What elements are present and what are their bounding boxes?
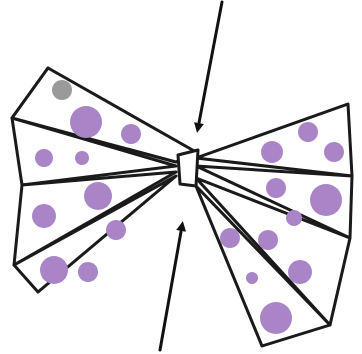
dot <box>258 230 278 250</box>
dot <box>40 256 68 284</box>
dot <box>121 124 141 144</box>
dot <box>35 149 53 167</box>
dot <box>288 260 312 284</box>
dot <box>246 272 258 284</box>
dot <box>298 122 318 142</box>
arrow-bottom <box>160 226 182 350</box>
dot <box>75 151 89 165</box>
dot <box>106 220 126 240</box>
right-panel-1 <box>196 104 352 176</box>
dot <box>286 210 302 226</box>
dot <box>32 204 56 228</box>
dot <box>84 182 112 210</box>
dot <box>324 142 344 162</box>
dot-gray <box>52 80 72 100</box>
dot <box>310 184 342 216</box>
dot <box>260 302 292 334</box>
dot <box>70 106 102 138</box>
knot-shape <box>178 150 198 186</box>
dot <box>220 228 240 248</box>
arrow-top <box>198 2 222 128</box>
dot <box>266 178 286 198</box>
dot <box>261 141 283 163</box>
dot <box>78 262 98 282</box>
left-wing <box>12 68 196 292</box>
knot <box>178 150 198 186</box>
